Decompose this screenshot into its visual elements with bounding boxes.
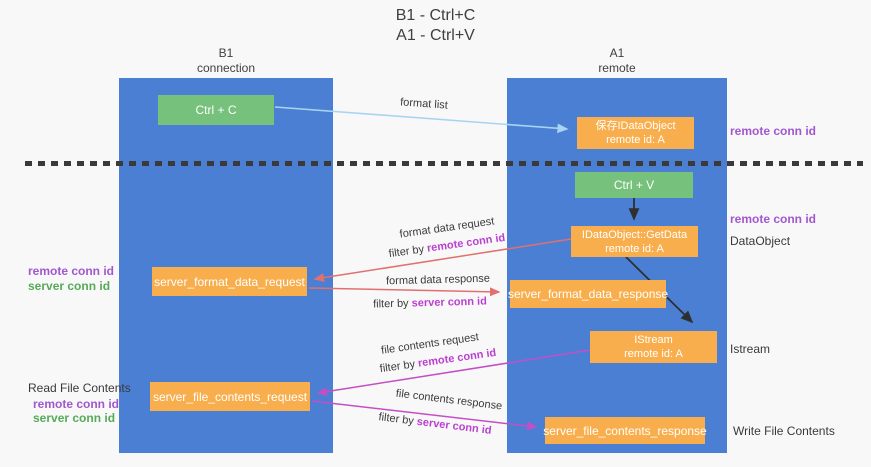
save-idataobject-box: 保存IDataObject remote id: A [577, 117, 694, 149]
save-idataobject-line2: remote id: A [606, 134, 665, 146]
server-format-data-response-box: server_format_data_response [507, 280, 669, 308]
getdata-line2: remote id: A [605, 242, 664, 255]
lane-b1-subtitle: connection [196, 61, 256, 75]
title-line-1: B1 - Ctrl+C [395, 7, 476, 24]
file-contents-response-filter-label: filter by server conn id [365, 410, 505, 439]
lane-b1-title: B1 [218, 46, 234, 60]
left-remote-conn-id-1: remote conn id [28, 264, 115, 278]
lane-a1-subtitle: remote [598, 61, 636, 75]
idataobject-getdata-box: IDataObject::GetData remote id: A [571, 226, 698, 257]
istream-box: IStream remote id: A [590, 331, 717, 363]
server-file-contents-response-box: server_file_contents_response [543, 417, 707, 444]
istream-line2: remote id: A [624, 348, 683, 360]
server-file-contents-request-label: server_file_contents_request [152, 389, 308, 404]
lane-header-a1: A1 remote [507, 46, 727, 76]
ctrl-c-box: Ctrl + C [158, 95, 274, 125]
format-data-response-arrow [308, 287, 501, 297]
left-server-conn-id-2: server conn id [33, 411, 116, 425]
left-server-conn-id-1: server conn id [28, 279, 111, 293]
format-data-response-label: format data response [385, 272, 491, 288]
lane-a1-title: A1 [609, 46, 625, 60]
left-read-file-contents-label: Read File Contents [28, 381, 131, 395]
save-idataobject-line1: 保存IDataObject [595, 120, 676, 132]
right-dataobject-label: DataObject [730, 234, 791, 248]
filter-prefix: filter by [388, 242, 428, 261]
getdata-line1: IDataObject::GetData [581, 228, 688, 241]
filter-prefix: filter by [377, 411, 418, 428]
title-line-2: A1 - Ctrl+V [396, 27, 475, 44]
filter-key: remote conn id [426, 231, 506, 255]
istream-line1: IStream [634, 334, 673, 346]
server-format-data-request-label: server_format_data_request [154, 274, 305, 289]
ctrl-c-label: Ctrl + C [195, 103, 237, 117]
session-divider-dashed-line [25, 161, 863, 166]
filter-key: server conn id [416, 415, 493, 437]
right-istream-label: Istream [730, 342, 771, 356]
left-remote-conn-id-2: remote conn id [33, 397, 120, 411]
file-contents-response-label: file contents response [395, 387, 503, 413]
filter-prefix: filter by [373, 297, 412, 311]
filter-key: server conn id [411, 295, 487, 310]
filter-key: remote conn id [417, 346, 497, 370]
server-file-contents-request-box: server_file_contents_request [150, 382, 310, 411]
format-data-response-filter-label: filter by server conn id [360, 295, 500, 311]
server-file-contents-response-label: server_file_contents_response [543, 423, 707, 438]
server-format-data-response-label: server_format_data_response [507, 287, 669, 301]
ctrl-v-box: Ctrl + V [575, 172, 693, 198]
right-write-file-contents-label: Write File Contents [733, 424, 835, 438]
right-remote-conn-id-top: remote conn id [730, 124, 817, 138]
server-format-data-request-box: server_format_data_request [152, 267, 307, 296]
diagram-title: B1 - Ctrl+C A1 - Ctrl+V [0, 6, 871, 46]
filter-prefix: filter by [379, 357, 419, 376]
ctrl-v-label: Ctrl + V [613, 178, 655, 192]
right-remote-conn-id-mid: remote conn id [730, 212, 817, 226]
lane-header-b1: B1 connection [119, 46, 333, 76]
format-list-label: format list [399, 96, 449, 112]
